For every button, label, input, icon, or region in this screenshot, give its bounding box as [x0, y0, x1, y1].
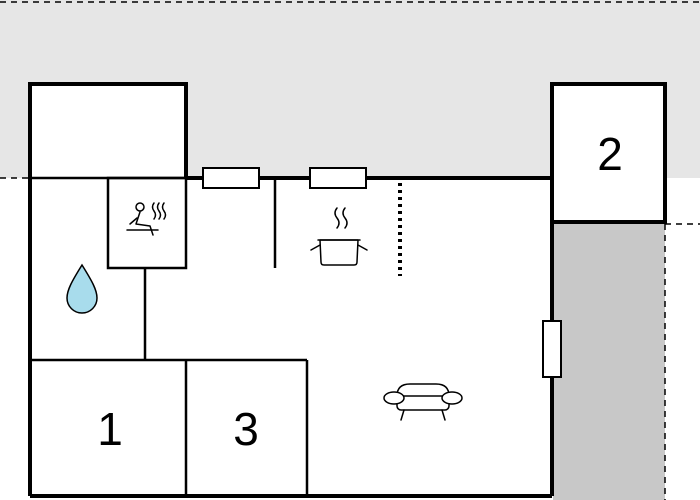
cooking-pot-icon — [310, 207, 368, 266]
water-drop-icon — [66, 263, 98, 314]
room-number: 2 — [597, 128, 623, 180]
room-number: 1 — [97, 403, 123, 455]
interior — [30, 84, 665, 498]
window — [309, 167, 367, 189]
windows — [202, 167, 562, 378]
inner-walls — [30, 176, 309, 496]
room-number: 3 — [233, 403, 259, 455]
sofa-icon — [383, 383, 463, 421]
terrace-area — [553, 224, 665, 500]
sauna-icon — [126, 202, 167, 236]
window — [202, 167, 260, 189]
window — [542, 320, 562, 378]
